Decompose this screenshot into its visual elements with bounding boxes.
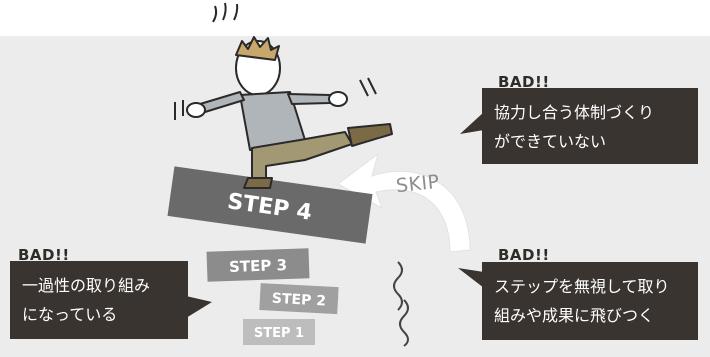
motion-squiggles: [393, 261, 409, 347]
step-4-block: STEP 4: [167, 166, 373, 244]
skip-label: SKIP: [394, 170, 441, 198]
callout-top-right-heading: BAD!!: [498, 73, 550, 91]
step-1-label: STEP 1: [254, 326, 304, 341]
callout-bottom-right-text: ステップを無視して取り 組みや成果に飛びつく: [482, 262, 698, 340]
callout-top-right-text: 協力し合う体制づくり ができていない: [482, 88, 698, 164]
callout-bottom-right-heading: BAD!!: [498, 246, 550, 264]
skip-arrow: [337, 152, 471, 253]
callout-bottom-right-pointer: [458, 268, 484, 288]
callout-top-right-pointer: [460, 112, 484, 134]
callout-bottom-left-pointer: [186, 296, 212, 318]
step-2-block: STEP 2: [259, 283, 339, 315]
step-1-block: STEP 1: [243, 319, 315, 345]
callout-bottom-left-heading: BAD!!: [18, 246, 70, 264]
callout-bottom-left-text: 一過性の取り組み になっている: [10, 261, 188, 339]
step-2-label: STEP 2: [271, 291, 326, 310]
step-3-block: STEP 3: [206, 248, 310, 282]
falling-man-figure: [174, 2, 393, 189]
step-3-label: STEP 3: [229, 256, 288, 276]
